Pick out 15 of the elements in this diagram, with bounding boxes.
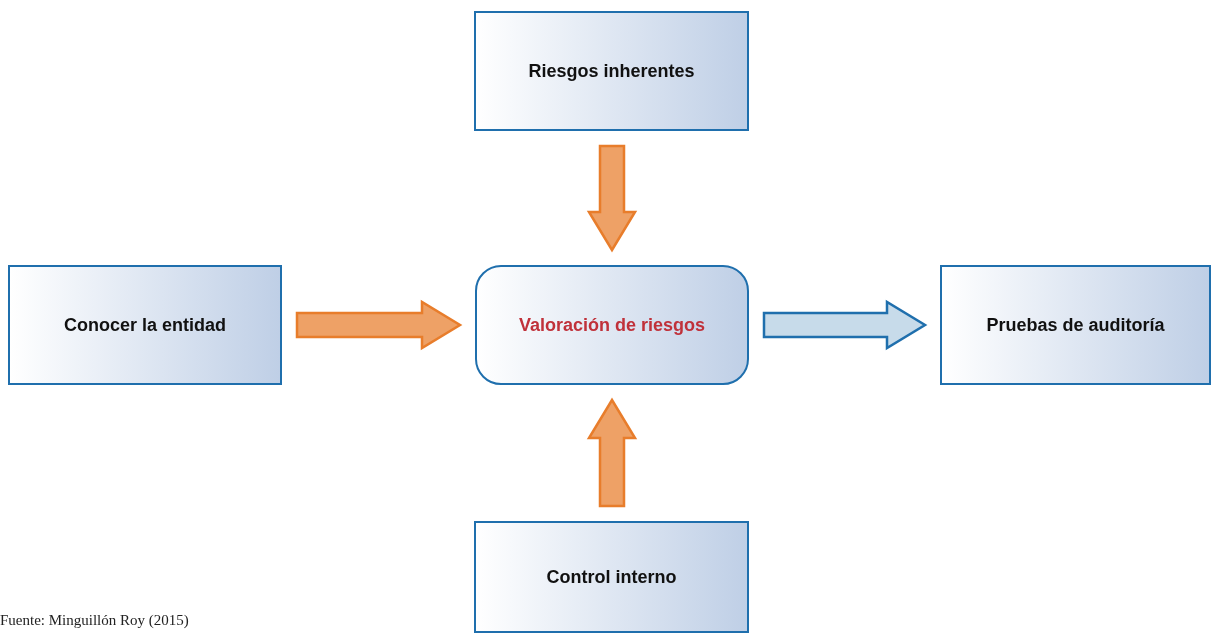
node-label: Conocer la entidad bbox=[64, 314, 226, 336]
process-box bbox=[474, 11, 749, 131]
node-label: Pruebas de auditoría bbox=[986, 314, 1165, 336]
rounded-process-box bbox=[475, 265, 749, 385]
source-caption: Fuente: Minguillón Roy (2015) bbox=[0, 612, 189, 629]
block-arrow bbox=[762, 299, 928, 351]
node-label: Riesgos inherentes bbox=[528, 60, 695, 82]
process-box bbox=[940, 265, 1211, 385]
block-arrow bbox=[586, 144, 638, 253]
process-box bbox=[8, 265, 282, 385]
node-label: Valoración de riesgos bbox=[518, 314, 706, 336]
block-arrow bbox=[295, 299, 463, 351]
process-box bbox=[474, 521, 749, 633]
node-label: Control interno bbox=[546, 566, 677, 588]
block-arrow bbox=[586, 397, 638, 508]
